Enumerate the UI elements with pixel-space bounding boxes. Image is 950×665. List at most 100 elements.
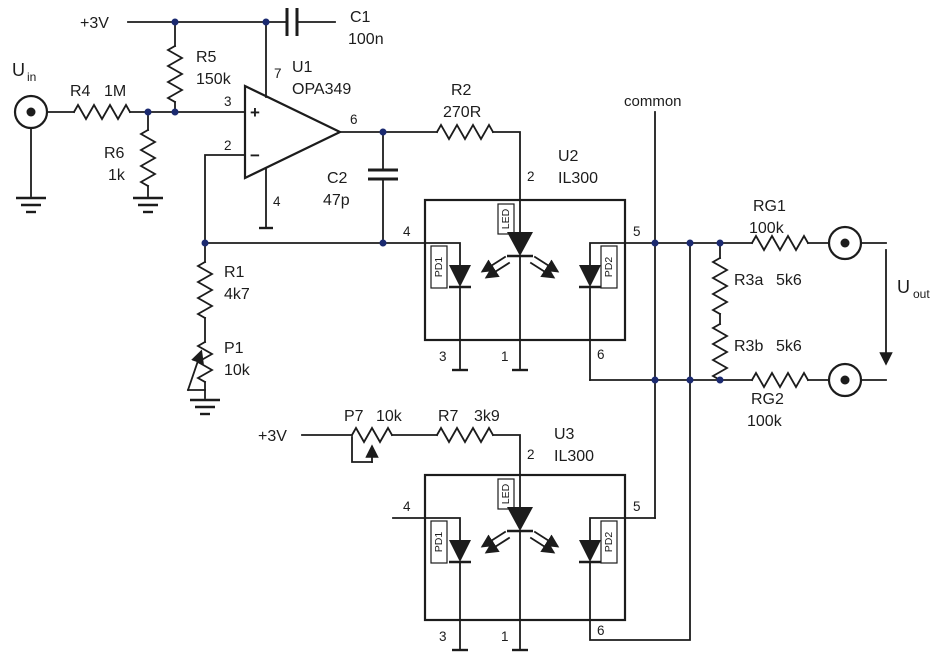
input-stage: U in R4 1M R6 1k R5 150k — [12, 21, 246, 214]
junction-dot — [379, 128, 387, 136]
u2-pin5-label: 5 — [633, 224, 641, 239]
ground-symbol — [16, 196, 46, 214]
u2-pin2-label: 2 — [527, 169, 535, 184]
junction-dot — [144, 108, 152, 116]
junction-dot — [262, 18, 270, 26]
u2-ref-label: U2 — [558, 148, 579, 165]
u2-pd2-label: PD2 — [603, 257, 615, 278]
wire — [204, 154, 246, 244]
p7-value-label: 10k — [376, 408, 403, 425]
u2-pd1-diode — [449, 265, 471, 287]
r6-value-label: 1k — [108, 167, 126, 184]
u1-pin2-label: 2 — [224, 138, 232, 153]
r4-value-label: 1M — [104, 83, 126, 100]
u1-ref-label: U1 — [292, 59, 313, 76]
resistor-r2-zigzag — [435, 123, 495, 141]
resistor-r1-zigzag — [196, 260, 214, 320]
u3-led-label-box — [497, 478, 515, 510]
u3-pin1-label: 1 — [501, 629, 509, 644]
potentiometer-p1-body — [196, 340, 214, 384]
u3-pd2-label: PD2 — [603, 532, 615, 553]
feedback-network: C2 47p R1 4k7 P1 10k — [186, 131, 426, 416]
return-line — [589, 242, 691, 641]
p7-ref-label: P7 — [344, 408, 364, 425]
input-bnc-center — [26, 107, 36, 117]
r2-value-label: 270R — [443, 104, 481, 121]
light-arrow — [529, 536, 556, 554]
resistor-rg2-zigzag — [750, 371, 810, 389]
u2-pd1-label: PD1 — [433, 257, 445, 278]
u3-led-diode — [507, 507, 533, 531]
light-arrow — [484, 536, 511, 554]
u2-pin4-label: 4 — [403, 224, 411, 239]
u2-pd2-label-box — [600, 245, 618, 289]
r5-value-label: 150k — [196, 71, 232, 88]
r3a-value-label: 5k6 — [776, 272, 802, 289]
u1-part-label: OPA349 — [292, 81, 351, 98]
light-arrow — [480, 530, 507, 548]
u2-part-label: IL300 — [558, 170, 598, 187]
light-arrow — [533, 530, 560, 548]
junction-dot — [379, 239, 387, 247]
uout-label: U — [897, 277, 910, 297]
optocoupler-u2: U2 IL300 LED PD1 PD2 3 1 6 — [403, 148, 641, 381]
u2-pin1-label: 1 — [501, 349, 509, 364]
u3-pd2-diode — [579, 540, 601, 562]
r7-ref-label: R7 — [438, 408, 459, 425]
p7-wiper-tail — [351, 436, 373, 463]
u3-led-label: LED — [500, 483, 512, 504]
u2-pin3-label: 3 — [439, 349, 447, 364]
resistor-rg1-zigzag — [750, 234, 810, 252]
u3-ref-label: U3 — [554, 426, 575, 443]
plus3v-top-label: +3V — [80, 15, 109, 32]
opamp-triangle — [243, 84, 343, 180]
potentiometer-p7-body — [350, 426, 394, 444]
u3-pd1-diode — [449, 540, 471, 562]
output-bnc-center-1 — [840, 238, 850, 248]
r5-ref-label: R5 — [196, 49, 217, 66]
c1-value-label: 100n — [348, 31, 384, 48]
junction-dot — [716, 376, 724, 384]
light-arrow — [480, 255, 507, 273]
wire — [589, 242, 626, 266]
u2-body — [423, 198, 627, 342]
u1-pin7-label: 7 — [274, 66, 282, 81]
resistor-r6-zigzag — [139, 128, 157, 188]
rg1-value-label: 100k — [749, 220, 785, 237]
p1-ref-label: P1 — [224, 340, 244, 357]
r7-value-label: 3k9 — [474, 408, 500, 425]
resistor-r7-zigzag — [435, 426, 495, 444]
u2-pd2-diode — [579, 265, 601, 287]
junction-dot — [686, 239, 694, 247]
junction-dot — [651, 376, 659, 384]
bias-chain: +3V P7 10k R7 3k9 2 — [258, 408, 535, 476]
rg1-ref-label: RG1 — [753, 198, 786, 215]
r1-ref-label: R1 — [224, 264, 245, 281]
c2-ref-label: C2 — [327, 170, 348, 187]
u1-pin6-label: 6 — [350, 112, 358, 127]
ground-symbol — [133, 196, 163, 214]
r4-ref-label: R4 — [70, 83, 91, 100]
u3-pd2-label-box — [600, 520, 618, 564]
opamp-plus-sign: + — [250, 103, 260, 122]
resistor-r5-zigzag — [166, 44, 184, 104]
u3-part-label: IL300 — [554, 448, 594, 465]
resistor-r3b-zigzag — [711, 322, 729, 382]
wire — [392, 517, 461, 541]
junction-dot — [171, 18, 179, 26]
common-label: common — [624, 93, 682, 110]
light-arrow — [529, 261, 556, 279]
plus3v-bottom-label: +3V — [258, 428, 287, 445]
wire — [492, 131, 521, 201]
u2-pin6-label: 6 — [597, 347, 605, 362]
light-arrow — [484, 261, 511, 279]
u3-pin2-label: 2 — [527, 447, 535, 462]
r3a-ref-label: R3a — [734, 272, 763, 289]
u3-pin5-label: 5 — [633, 499, 641, 514]
led-drive-u2: R2 270R 2 — [435, 82, 535, 201]
optocoupler-u3: U3 IL300 LED PD1 PD2 3 1 6 — [392, 426, 656, 652]
u3-pin6-label: 6 — [597, 623, 605, 638]
resistor-r4-zigzag — [72, 103, 132, 121]
